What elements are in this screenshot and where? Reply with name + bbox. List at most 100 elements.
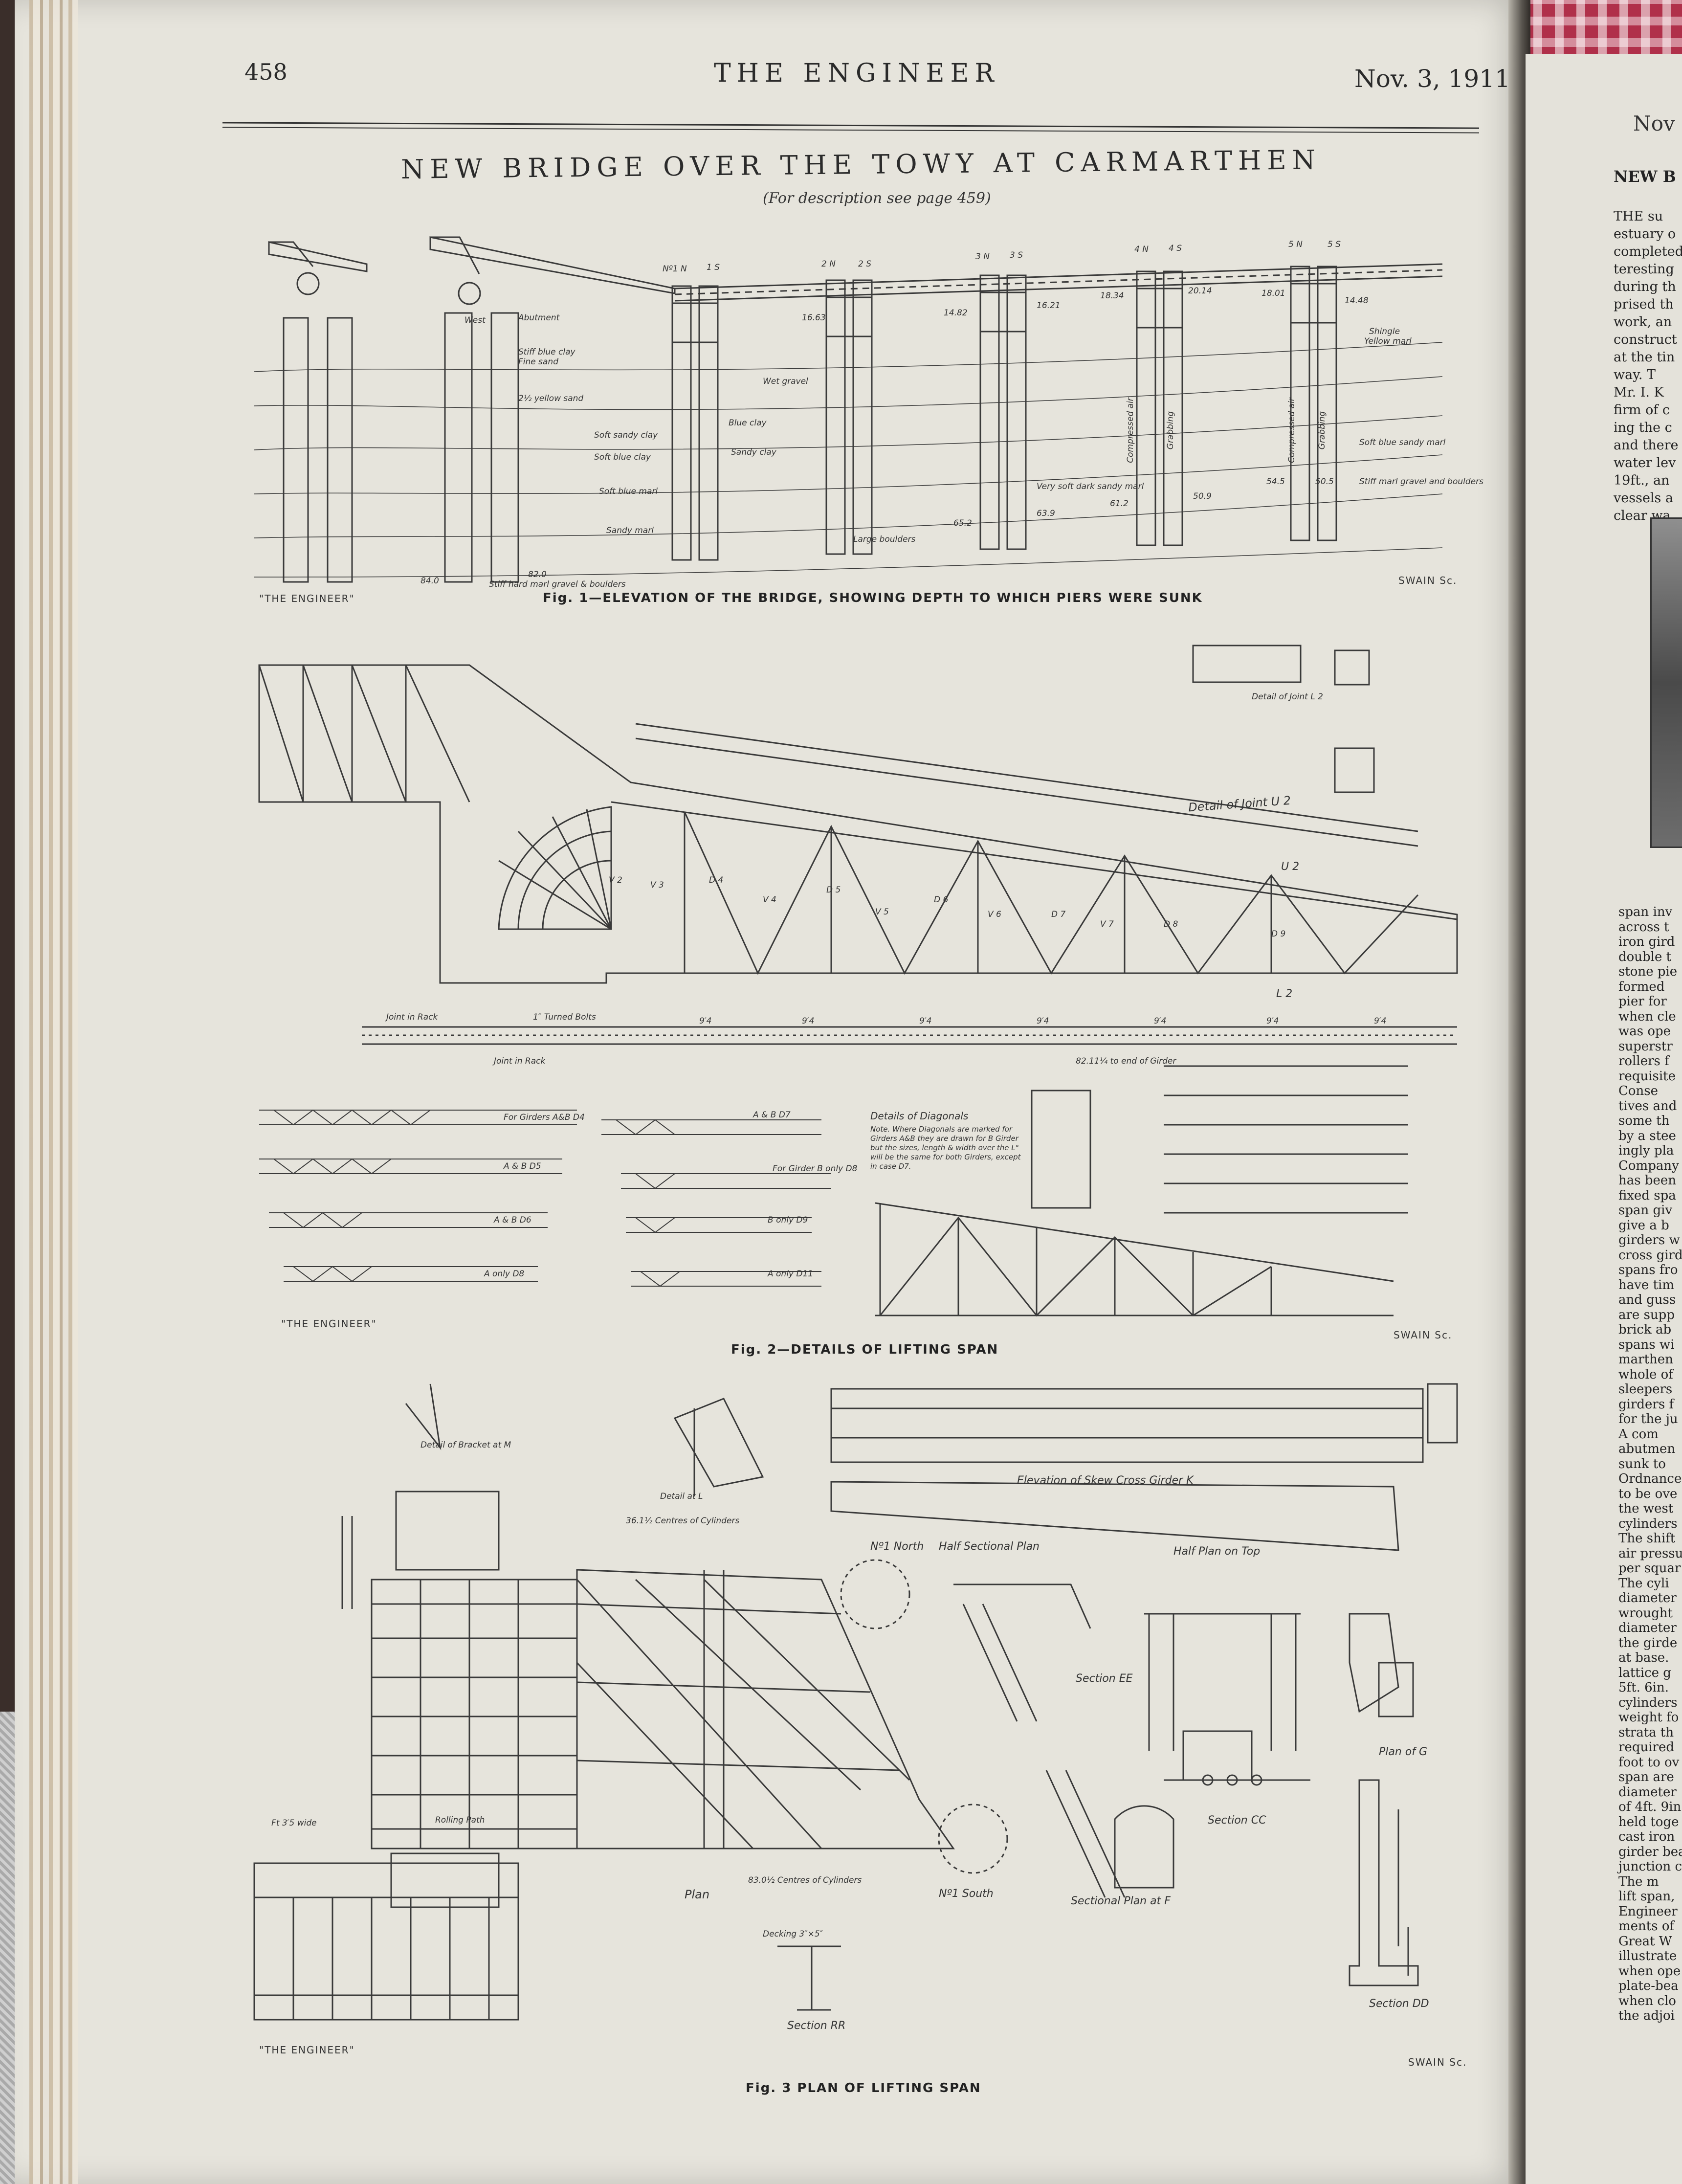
facing-text-line: fixed spa <box>1618 1188 1676 1203</box>
facing-text-line: sleepers <box>1618 1382 1673 1397</box>
diagonal-label: A & B D5 <box>504 1161 541 1171</box>
pier-label: 4 S <box>1169 244 1182 253</box>
facing-text-line: water lev <box>1614 455 1676 470</box>
member-label: V 4 <box>763 895 776 905</box>
facing-text-line: completed <box>1614 244 1682 259</box>
engraver-credit: SWAIN Sc. <box>1408 2056 1467 2068</box>
facing-text-line: foot to ov <box>1618 1755 1680 1770</box>
facing-text-line: The m <box>1618 1874 1659 1889</box>
panel-length: 9′4 <box>1154 1016 1167 1026</box>
member-label: U 2 <box>1281 861 1300 873</box>
stratum-label: Stiff hard marl gravel & boulders <box>489 579 626 589</box>
facing-text-line: The shift <box>1618 1531 1676 1546</box>
facing-text-line: sunk to <box>1618 1456 1666 1471</box>
facing-text-line: Great W <box>1618 1934 1672 1949</box>
half-plan-label: Half Plan on Top <box>1173 1545 1261 1558</box>
facing-text-line: A com <box>1618 1426 1659 1442</box>
section-rr-label: Section RR <box>787 2020 846 2032</box>
facing-text-line: prised th <box>1614 297 1674 312</box>
facing-text-line: span are <box>1618 1770 1674 1784</box>
facing-heading: NEW B <box>1614 167 1676 186</box>
facing-text-line: The cyli <box>1618 1576 1669 1591</box>
method-label: Grabbing <box>1317 411 1328 450</box>
stratum-label: Soft blue marl <box>599 487 658 496</box>
member-label: D 5 <box>826 885 841 895</box>
stratum-label: Shingle <box>1369 327 1400 336</box>
facing-text-line: ingly pla <box>1618 1143 1674 1158</box>
facing-text-line: at base. <box>1618 1650 1669 1665</box>
rolling-path-label: Rolling Path <box>435 1815 485 1825</box>
facing-text-line: diameter <box>1618 1784 1677 1800</box>
method-label: Grabbing <box>1166 411 1176 450</box>
facing-text-line: have tim <box>1618 1277 1675 1293</box>
facing-text-line: illustrate <box>1618 1949 1677 1963</box>
engraver-credit: SWAIN Sc. <box>1398 575 1458 586</box>
diagonals-note: Note. Where Diagonals are marked for Gir… <box>870 1125 1021 1171</box>
section-cc-label: Section CC <box>1208 1814 1266 1827</box>
level-label: 50.9 <box>1193 491 1212 501</box>
level-label: 18.34 <box>1100 291 1124 301</box>
facing-text-line: by a stee <box>1618 1128 1676 1143</box>
pier-label: 1 S <box>707 263 720 272</box>
facing-text-line: when clo <box>1618 1993 1676 2008</box>
level-label: 63.9 <box>1037 509 1055 518</box>
pier-label: 3 S <box>1010 250 1023 260</box>
skew-girder-label: Elevation of Skew Cross Girder K <box>1017 1474 1194 1487</box>
turned-bolts-label: 1″ Turned Bolts <box>533 1012 596 1022</box>
member-label: V 3 <box>650 880 664 890</box>
facing-text-line: lift span, <box>1618 1889 1675 1904</box>
journal-title: THE ENGINEER <box>714 59 1000 88</box>
facing-text-line: lattice g <box>1618 1665 1671 1680</box>
joint-in-rack-label: Joint in Rack <box>386 1012 438 1022</box>
facing-text-line: junction c <box>1618 1859 1682 1874</box>
facing-text-line: whole of <box>1618 1367 1673 1382</box>
diagonal-label: For Girder B only D8 <box>773 1164 858 1174</box>
pier-label: 2 N <box>821 259 836 269</box>
facing-text-line: girders f <box>1618 1397 1674 1412</box>
facing-text-line: abutmen <box>1618 1442 1676 1456</box>
facing-text-line: estuary o <box>1614 226 1676 242</box>
facing-text-line: and there <box>1614 438 1679 453</box>
engraver-credit: SWAIN Sc. <box>1394 1329 1453 1341</box>
diagonal-label: A & B D7 <box>753 1110 791 1120</box>
level-label: 14.82 <box>944 308 968 318</box>
bracket-detail-label: Detail of Bracket at M <box>420 1440 511 1450</box>
facing-text-line: the girde <box>1618 1635 1678 1650</box>
plan-g-label: Plan of G <box>1379 1746 1428 1758</box>
level-label: 50.5 <box>1315 477 1334 487</box>
facing-text-line: diameter <box>1618 1591 1677 1605</box>
facing-text-line: 19ft., an <box>1614 473 1670 488</box>
pier-label: 2 S <box>858 259 872 269</box>
pier-label: 5 S <box>1328 240 1341 249</box>
facing-text-line: THE su <box>1614 209 1663 224</box>
page-number: 458 <box>244 59 288 85</box>
facing-text-line: when ope <box>1618 1963 1681 1979</box>
facing-text-line: to be ove <box>1618 1486 1678 1501</box>
facing-page <box>1526 54 1682 2184</box>
member-label: D 6 <box>934 895 949 905</box>
panel-length: 9′4 <box>699 1016 712 1026</box>
stratum-label: Soft blue sandy marl <box>1359 438 1446 447</box>
method-label: Compressed air <box>1125 398 1135 463</box>
book-binding <box>29 0 78 2184</box>
facing-text-line: Engineer <box>1618 1904 1678 1919</box>
facing-text-line: ments of <box>1618 1919 1675 1934</box>
facing-photo <box>1650 517 1682 848</box>
facing-text-line: strata th <box>1618 1725 1674 1740</box>
level-label: 82.0 <box>528 570 547 579</box>
facing-text-line: across t <box>1618 919 1669 935</box>
member-label: V 7 <box>1100 919 1114 929</box>
member-label: V 6 <box>988 910 1001 919</box>
stratum-label: Stiff marl gravel and boulders <box>1359 477 1483 487</box>
facing-text-line: Ordnance <box>1618 1471 1682 1486</box>
facing-text-line: girder bea <box>1618 1844 1682 1859</box>
facing-text-line: air pressu <box>1618 1546 1682 1561</box>
facing-text-line: some th <box>1618 1114 1670 1128</box>
facing-text-line: cylinders <box>1618 1695 1678 1710</box>
north-label: Nº1 North <box>870 1540 924 1553</box>
stratum-label: Yellow marl <box>1364 336 1412 346</box>
issue-date: Nov. 3, 1911 <box>1354 65 1510 93</box>
member-label: D 9 <box>1271 929 1286 939</box>
